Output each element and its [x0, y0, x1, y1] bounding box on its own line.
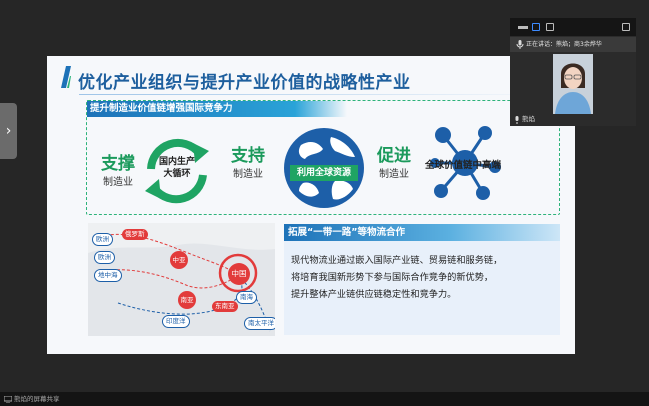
participant-mic-icon: [515, 116, 519, 124]
map-label-russia: 俄罗斯: [122, 229, 148, 240]
speaker-view-icon[interactable]: [546, 23, 554, 31]
chevron-right-icon: ›: [5, 123, 12, 139]
value-chain-banner: 提升制造业价值链增强国际竞争力: [87, 101, 347, 117]
map-label-south-asia: 南亚: [178, 291, 196, 309]
map-label-indian-ocean: 印度洋: [162, 315, 190, 328]
logistics-section: 拓展“一带一路”等物流合作 现代物流业通过嵌入国际产业链、贸易链和服务链， 将培…: [284, 224, 560, 335]
cycle-arrows-icon: [145, 138, 209, 204]
belt-road-map: 欧洲 欧洲 俄罗斯 地中海 中亚 中国 南亚 东南亚 印度洋 南海 南太平洋: [88, 223, 275, 336]
noun-manufacturing-2: 制造业: [233, 169, 263, 180]
participant-video[interactable]: [553, 54, 593, 114]
map-label-europe2: 欧洲: [94, 251, 115, 264]
slide-title: 优化产业组织与提升产业价值的战略性产业: [78, 73, 411, 93]
video-toolbar: [510, 18, 636, 36]
participant-name-text: 熊焰: [522, 115, 535, 123]
share-label: 熊焰的屏幕共享: [14, 395, 60, 403]
title-decoration-icon: [61, 66, 71, 88]
avatar: [553, 54, 593, 114]
presentation-slide: 优化产业组织与提升产业价值的战略性产业 提升制造业价值链增强国际竞争力 支撑 制…: [47, 56, 575, 354]
logistics-line-2: 将培育我国新形势下参与国际合作竞争的新优势，: [291, 272, 494, 283]
noun-manufacturing-3: 制造业: [379, 169, 409, 180]
map-label-south-pacific: 南太平洋: [244, 317, 275, 330]
speaking-label: 正在讲话：熊焰；商3余烨华: [526, 41, 602, 48]
expand-icon[interactable]: [622, 23, 630, 31]
logistics-line-3: 提升整体产业链供应链稳定性和竞争力。: [291, 289, 457, 300]
video-panel: 正在讲话：熊焰；商3余烨华 熊焰: [510, 18, 636, 126]
verb-support: 支撑: [101, 154, 135, 174]
map-label-mediterranean: 地中海: [94, 269, 122, 282]
logistics-banner: 拓展“一带一路”等物流合作: [284, 224, 560, 241]
cycle-text-line1: 国内生产: [158, 157, 195, 167]
screen-share-icon: [4, 396, 12, 403]
verb-promote: 促进: [377, 146, 411, 166]
global-resources-badge: 利用全球资源: [290, 165, 358, 181]
title-underline: [79, 94, 549, 95]
cycle-text: 国内生产 大循环: [143, 156, 211, 180]
minimize-icon[interactable]: [518, 26, 528, 29]
map-label-europe1: 欧洲: [92, 233, 113, 246]
network-icon: [430, 126, 501, 200]
map-label-southeast-asia: 东南亚: [212, 301, 238, 312]
map-label-south-china-sea: 南海: [236, 291, 257, 304]
expand-panel-tab[interactable]: ›: [0, 103, 17, 159]
map-label-china: 中国: [228, 263, 250, 285]
value-chain-high-end-text: 全球价值链中高端: [425, 160, 502, 171]
value-chain-section: 提升制造业价值链增强国际竞争力 支撑 制造业 国内生产 大循环 支持 制造业: [86, 100, 560, 215]
speaking-indicator: 正在讲话：熊焰；商3余烨华: [510, 37, 636, 52]
cycle-text-line2: 大循环: [163, 169, 191, 179]
map-label-central-asia: 中亚: [170, 251, 188, 269]
logistics-line-1: 现代物流业通过嵌入国际产业链、贸易链和服务链，: [291, 255, 503, 266]
mic-icon: [516, 40, 524, 49]
noun-manufacturing-1: 制造业: [103, 177, 133, 188]
share-status-bar: 熊焰的屏幕共享: [0, 392, 649, 406]
verb-assist: 支持: [231, 146, 265, 166]
gallery-view-icon[interactable]: [532, 23, 540, 31]
logistics-body: 现代物流业通过嵌入国际产业链、贸易链和服务链， 将培育我国新形势下参与国际合作竞…: [291, 252, 555, 303]
participant-name: 熊焰: [514, 114, 535, 125]
